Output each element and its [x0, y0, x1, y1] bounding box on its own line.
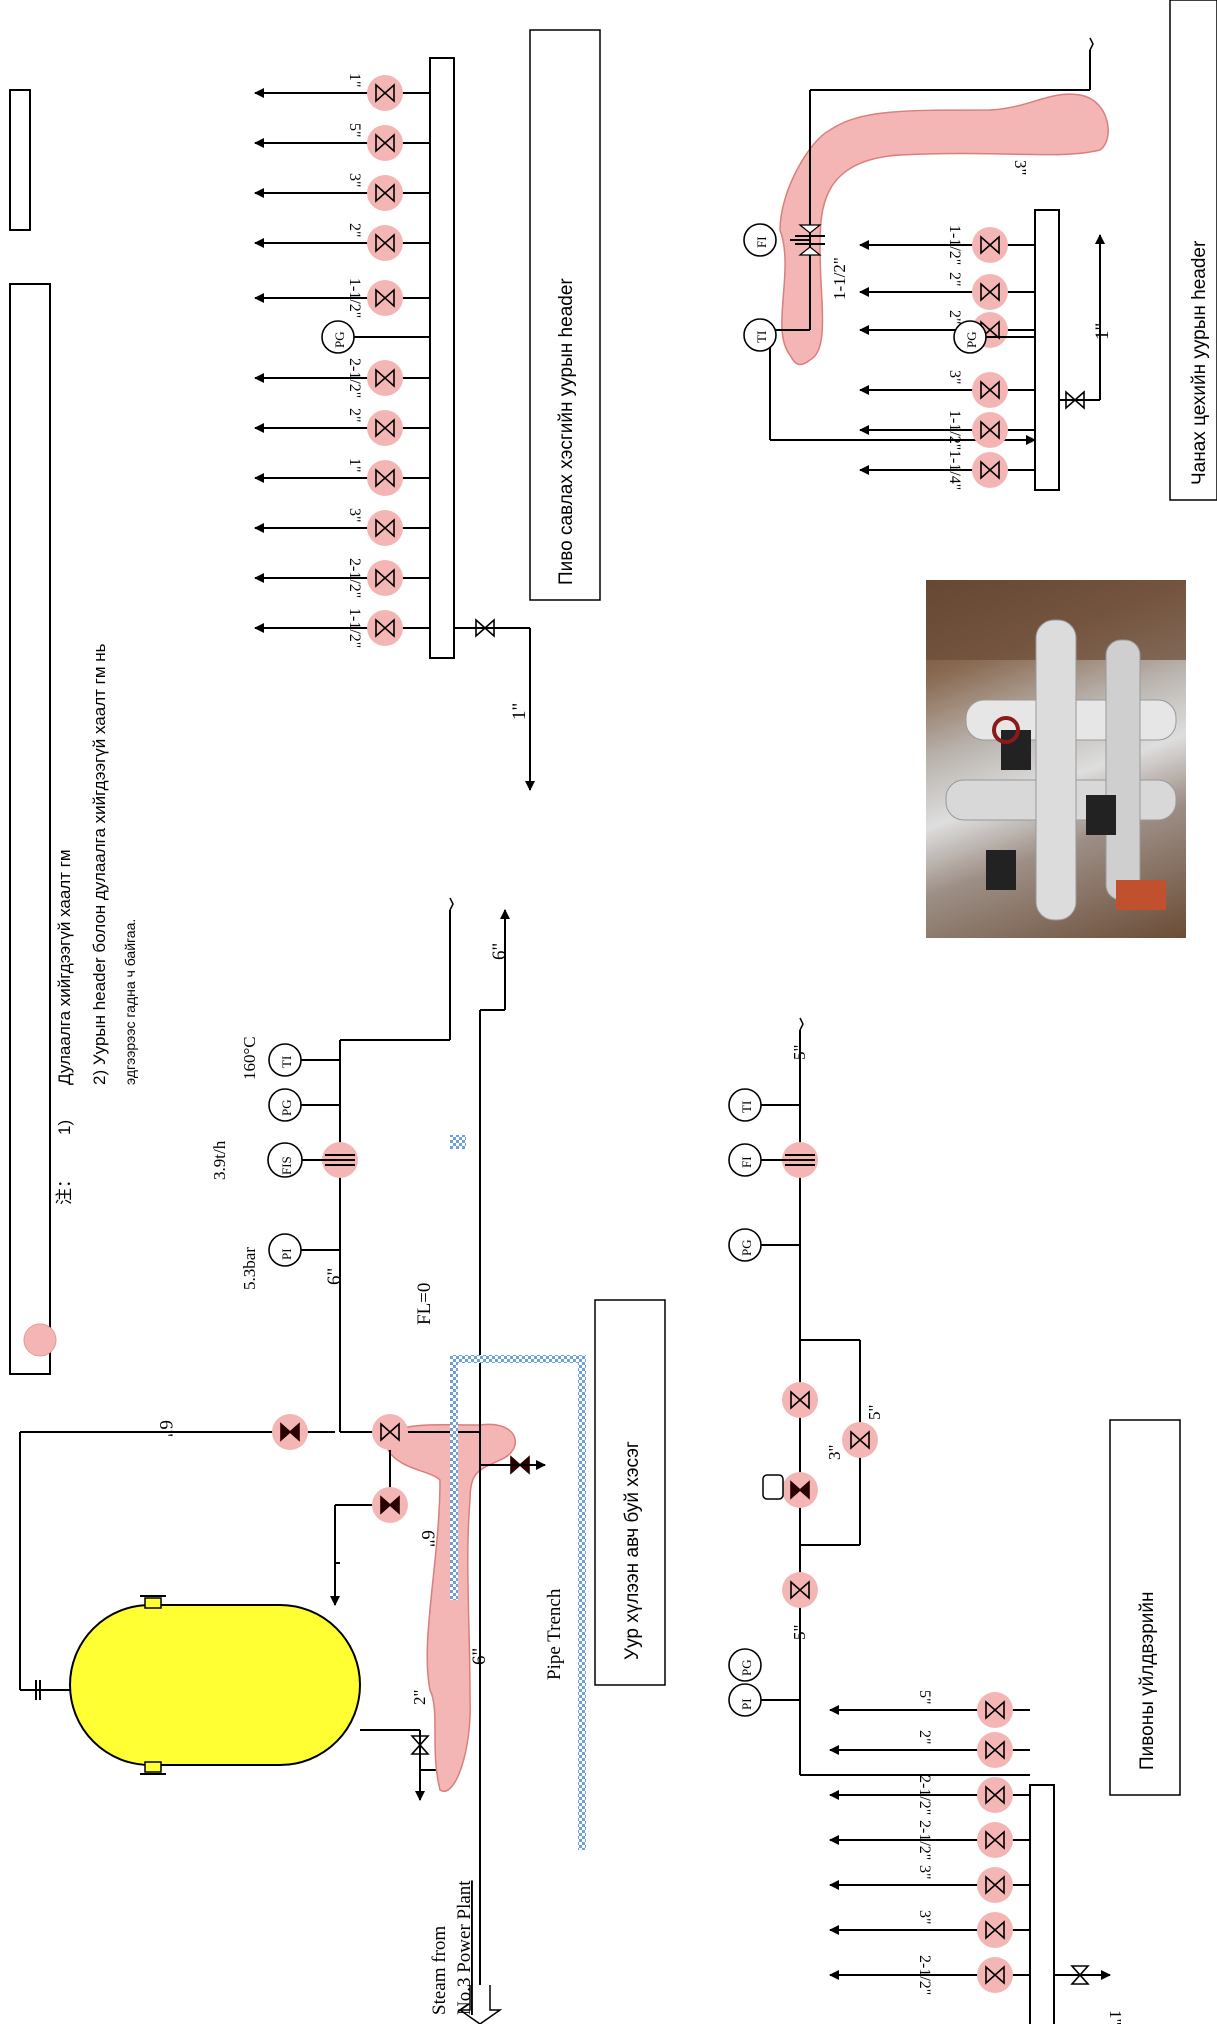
production-pi-label: PI: [739, 1698, 754, 1710]
tank-saddle: [144, 1597, 162, 1609]
pressure-value: 5.3bar: [240, 1247, 259, 1290]
branch-size-label: 3": [346, 508, 363, 523]
branch-size-label: 1-1/4": [946, 450, 963, 490]
branch-size-label: 2-1/2": [916, 1955, 933, 1995]
branch-size-label: 3": [916, 1865, 933, 1880]
steam-tank: [69, 1604, 361, 1766]
boiling-fi-label: FI: [754, 236, 769, 248]
pg-label: PG: [279, 1099, 294, 1116]
branch-size-label: 1-1/2": [346, 608, 363, 648]
brewing-feed-size: 1": [509, 703, 530, 720]
production-branches: 2-1/2" 3" 3" 2-1/2" 2-1/2" 2" 5": [829, 1690, 1030, 1995]
branch-size-label: 3": [346, 173, 363, 188]
partial-box: [9, 89, 31, 231]
ti-label: TI: [279, 1056, 294, 1068]
prv-in-size: 5": [790, 1625, 809, 1640]
pipe-trench: [450, 1355, 458, 1600]
pipe-trench-label: Pipe Trench: [544, 1588, 565, 1680]
production-feed-size: 1": [1106, 2010, 1125, 2024]
branch-size-label: 5": [916, 1690, 933, 1705]
branch-size-label: 2": [346, 223, 363, 238]
production-label: Пивоны үйлдвэрийн: [1137, 1591, 1158, 1770]
temperature-value: 160°C: [240, 1036, 259, 1080]
steam-source-line1: Steam from: [429, 1926, 450, 2015]
prv-bypass-size: 5": [865, 1405, 884, 1420]
note-prefix: 注：: [55, 1171, 74, 1205]
uninsulated-boiling-section: [779, 93, 1109, 366]
boiling-main-size: 3": [1011, 160, 1030, 175]
boiling-pg-label: PG: [964, 331, 979, 348]
steam-receiving-label: Уур хүлээн авч буй хэсэг: [622, 1441, 643, 1660]
branch-size-label: 3": [946, 370, 963, 385]
boiling-header-label: Чанах цехийн уурын header: [1189, 240, 1210, 485]
prv-out-size: 5": [790, 1045, 809, 1060]
branch-size-label: 1": [346, 73, 363, 88]
flow-value: 3.9t/h: [210, 1140, 229, 1180]
boiling-header-box: [1169, 0, 1217, 501]
branch-size-label: 2-1/2": [346, 558, 363, 598]
branch-size-label: 1-1/2": [346, 278, 363, 318]
fis-label: FIS: [279, 1156, 294, 1175]
production-pg2-label: PG: [739, 1239, 754, 1256]
branch-size-label: 3": [916, 1910, 933, 1925]
production-ti-label: TI: [739, 1101, 754, 1113]
boiling-header-pipe: [1034, 209, 1060, 491]
note-item2-text: 2) Уурын header болон дулаалга хийгдээгү…: [90, 643, 109, 1085]
size-6-d: 6": [417, 1530, 438, 1547]
production-box: [1109, 1419, 1181, 1796]
legend-red-circle: [23, 1323, 57, 1357]
production-fi-label: FI: [739, 1156, 754, 1168]
size-6-a: 6": [324, 1268, 345, 1285]
floor-level: FL=0: [414, 1283, 435, 1325]
brewing-header-pipe: [429, 57, 455, 659]
boiling-feed-size: 1": [1092, 323, 1113, 340]
note-item1-num: 1): [55, 1120, 74, 1135]
branch-size-label: 1-1/2": [946, 410, 963, 450]
branch-size-label: 5": [346, 123, 363, 138]
note-item2-sub: эдгээрээс гадна ч байгаа.: [122, 919, 138, 1085]
steam-receiving-box: [594, 1299, 666, 1686]
branch-size-label: 1-1/2": [946, 225, 963, 265]
branch-size-label: 2": [346, 408, 363, 423]
branch-size-label: 2-1/2": [346, 358, 363, 398]
production-pg-label: PG: [739, 1659, 754, 1676]
size-6-e: 6": [469, 1648, 490, 1665]
boiling-ti-label: TI: [754, 331, 769, 343]
pi-label: PI: [279, 1248, 294, 1260]
brewing-header-box: [529, 29, 601, 601]
branch-size-label: 2": [946, 310, 963, 325]
production-header-pipe: [1029, 1784, 1055, 2024]
uninsulated-section: [386, 1423, 517, 1793]
boiling-bypass-size: 1-1/2": [830, 257, 849, 300]
prv-size: 3": [825, 1445, 844, 1460]
size-6-c: 6": [155, 1420, 176, 1437]
brewing-pg-label: PG: [332, 331, 347, 348]
steam-source-line2: No.3 Power Plant: [454, 1880, 475, 2015]
brewing-header-label: Пиво савлах хэсгийн уурын header: [556, 278, 577, 585]
size-6-b: 6": [489, 943, 510, 960]
pipe-photo: [926, 580, 1186, 938]
boiling-branches: 1-1/4"1-1/2"3"2"2"1-1/2": [859, 225, 1035, 490]
brewing-branches: 1-1/2" 2-1/2" 3" 1" 2" 2-1/2" 1-1/2" 2" 3" 5" 1": [254, 73, 430, 648]
tank-saddle: [144, 1761, 162, 1773]
branch-size-label: 2": [946, 272, 963, 287]
note-item1-text: Дулаалга хийгдээгүй хаалт гм: [55, 849, 74, 1085]
note-box: [9, 283, 51, 1375]
branch-size-label: 2": [916, 1730, 933, 1745]
drain-size: 2": [410, 1690, 429, 1705]
branch-size-label: 1": [346, 458, 363, 473]
branch-size-label: 2-1/2": [916, 1775, 933, 1815]
branch-size-label: 2-1/2": [916, 1820, 933, 1860]
